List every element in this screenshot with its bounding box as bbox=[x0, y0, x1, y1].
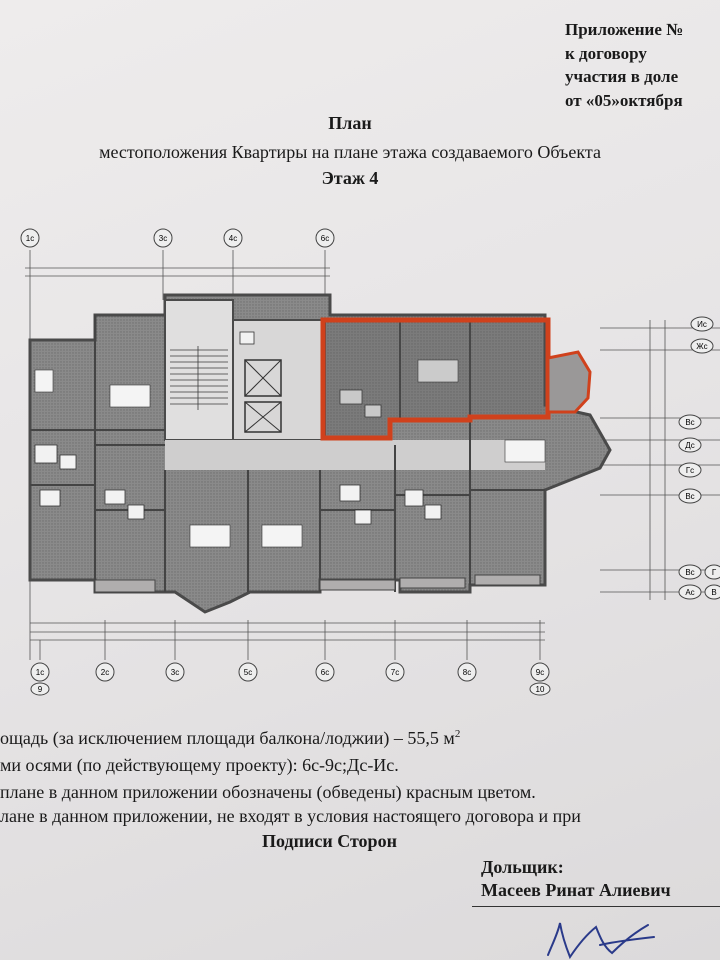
axis-label: Дс bbox=[685, 441, 694, 450]
axis-label: Жс bbox=[696, 342, 707, 351]
axis-label: Ас bbox=[685, 588, 694, 597]
area-unit-superscript: 2 bbox=[454, 728, 461, 740]
axis-label: 10 bbox=[536, 685, 545, 694]
axis-label: Г bbox=[712, 568, 717, 577]
apartment-highlight bbox=[320, 317, 592, 441]
axis-label: Ис bbox=[697, 320, 707, 329]
axis-label: 4с bbox=[229, 234, 237, 243]
axis-label: Вс bbox=[685, 492, 694, 501]
axis-label: 3с bbox=[159, 234, 167, 243]
signatures-title: Подписи Сторон bbox=[262, 831, 397, 851]
party-label: Дольщик: bbox=[481, 857, 564, 877]
building-outline bbox=[28, 293, 612, 614]
area-text: ощадь (за исключением площади балкона/ло… bbox=[0, 728, 460, 749]
party-name: Масеев Ринат Алиевич bbox=[481, 880, 671, 900]
axis-label: Вс bbox=[685, 418, 694, 427]
axis-label: 2с bbox=[101, 668, 109, 677]
axis-label: 9с bbox=[536, 668, 544, 677]
axis-label: 6с bbox=[321, 234, 329, 243]
axis-label: 1с bbox=[26, 234, 34, 243]
appendix-line: участия в доле bbox=[565, 67, 679, 86]
axis-label: Вс bbox=[685, 568, 694, 577]
axis-label: 9 bbox=[38, 685, 43, 694]
appendix-line: от «05»октября bbox=[565, 90, 683, 110]
axis-label: В bbox=[711, 588, 716, 597]
signature-line bbox=[472, 906, 720, 907]
axis-label: 5с bbox=[244, 668, 252, 677]
area-value: ощадь (за исключением площади балкона/ло… bbox=[0, 728, 455, 748]
floor-label: Этаж 4 bbox=[321, 168, 379, 188]
axis-label: 8с bbox=[463, 668, 471, 677]
axis-label: 1с bbox=[36, 668, 44, 677]
appendix-line: к договору bbox=[565, 43, 647, 63]
note-line: плане в данном приложении обозначены (об… bbox=[0, 782, 536, 802]
document-title: План bbox=[328, 113, 372, 133]
apartment-labels bbox=[34, 359, 546, 548]
right-axis-markers: Ис Жс Вс Дс Гс Вс Вс Г Ас В bbox=[678, 316, 720, 600]
top-axis-markers: 1с 3с 4с 6с bbox=[20, 228, 335, 248]
axis-label: Гс bbox=[686, 466, 694, 475]
axis-label: 7с bbox=[391, 668, 399, 677]
appendix-header: Приложение № к договору участия в доле о… bbox=[565, 18, 683, 112]
note-line: лане в данном приложении, не входят в ус… bbox=[0, 806, 581, 826]
handwritten-signature bbox=[547, 922, 655, 960]
document-subtitle: местоположения Квартиры на плане этажа с… bbox=[99, 142, 601, 162]
axis-label: 3с bbox=[171, 668, 179, 677]
appendix-line: Приложение № bbox=[565, 20, 684, 39]
axes-text: ми осями (по действующему проекту): 6с-9… bbox=[0, 755, 399, 775]
floor-plan: 1с 3с 4с 6с 1с 9 2с 3с 5с 6с 7с 8с 9с 10… bbox=[20, 228, 720, 696]
bottom-axis-markers: 1с 9 2с 3с 5с 6с 7с 8с 9с 10 bbox=[30, 662, 551, 696]
axis-label: 6с bbox=[321, 668, 329, 677]
